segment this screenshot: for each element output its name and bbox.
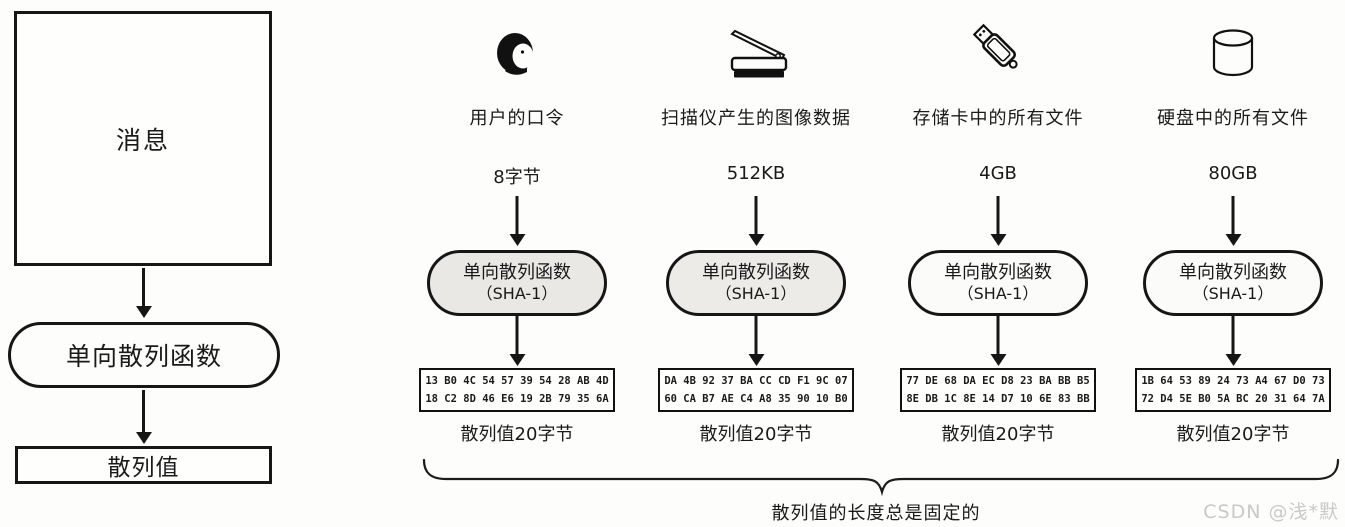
sha1-pill: 单向散列函数 （SHA-1）	[666, 250, 846, 316]
hash-hex-line1: 77 DE 68 DA EC D8 23 BA BB B5	[906, 375, 1090, 387]
hash-hex-line1: 1B 64 53 89 24 73 A4 67 D0 73	[1141, 375, 1325, 387]
message-label: 消息	[115, 125, 170, 155]
curly-brace	[422, 458, 1340, 496]
sha1-pill-line1: 单向散列函数	[702, 261, 810, 283]
sha1-pill-line2: （SHA-1）	[715, 284, 797, 304]
size-label: 80GB	[1208, 163, 1258, 184]
sha1-pill: 单向散列函数 （SHA-1）	[908, 250, 1088, 316]
down-arrow	[996, 196, 1000, 234]
column-user-password: 用户的口令 8字节 单向散列函数 （SHA-1） 13 B0 4C 54 57 …	[406, 0, 628, 450]
sha1-pill-line1: 单向散列函数	[463, 261, 571, 283]
sha1-pill-line1: 单向散列函数	[1179, 261, 1287, 283]
hash-value-label: 散列值	[107, 455, 180, 481]
hash-function-label: 单向散列函数	[65, 342, 222, 371]
hash-output-box: 1B 64 53 89 24 73 A4 67 D0 73 72 D4 5E B…	[1135, 368, 1331, 412]
scanner-icon	[716, 16, 796, 80]
hash-hex-line2: 72 D4 5E B0 5A BC 20 31 64 7A	[1141, 393, 1325, 405]
hash-hex-line2: 18 C2 8D 46 E6 19 2B 79 35 6A	[425, 393, 609, 405]
sha1-pill-line2: （SHA-1）	[476, 284, 558, 304]
down-arrow	[142, 268, 145, 306]
down-arrow	[1231, 316, 1235, 354]
down-arrow	[754, 316, 758, 354]
hash-output-box: DA 4B 92 37 BA CC CD F1 9C 07 60 CA B7 A…	[658, 368, 854, 412]
column-scanner-data: 扫描仪产生的图像数据 512KB 单向散列函数 （SHA-1） DA 4B 92…	[645, 0, 867, 450]
column-hard-disk: 硬盘中的所有文件 80GB 单向散列函数 （SHA-1） 1B 64 53 89…	[1122, 0, 1344, 450]
hash-output-box: 13 B0 4C 54 57 39 54 28 AB 4D 18 C2 8D 4…	[419, 368, 615, 412]
message-box: 消息	[14, 11, 272, 266]
hash-output-box: 77 DE 68 DA EC D8 23 BA BB B5 8E DB 1C 8…	[900, 368, 1096, 412]
down-arrow	[142, 390, 145, 432]
sha1-pill: 单向散列函数 （SHA-1）	[427, 250, 607, 316]
sha1-pill: 单向散列函数 （SHA-1）	[1143, 250, 1323, 316]
sha1-pill-line2: （SHA-1）	[1192, 284, 1274, 304]
hash-size-label: 散列值20字节	[460, 424, 574, 445]
hash-hex-line1: 13 B0 4C 54 57 39 54 28 AB 4D	[425, 375, 609, 387]
down-arrow	[996, 316, 1000, 354]
down-arrow	[515, 316, 519, 354]
hash-hex-line1: DA 4B 92 37 BA CC CD F1 9C 07	[664, 375, 848, 387]
person-icon	[477, 16, 557, 80]
down-arrow	[754, 196, 758, 234]
source-label: 存储卡中的所有文件	[912, 108, 1084, 129]
hash-hex-line2: 60 CA B7 AE C4 A8 35 90 10 B0	[664, 393, 848, 405]
hash-value-box: 散列值	[15, 446, 272, 484]
down-arrow	[1231, 196, 1235, 234]
size-label: 4GB	[979, 163, 1017, 184]
hash-size-label: 散列值20字节	[1176, 424, 1290, 445]
sha1-pill-line2: （SHA-1）	[957, 284, 1039, 304]
usb-drive-icon	[958, 16, 1038, 80]
source-label: 硬盘中的所有文件	[1157, 108, 1309, 129]
column-memory-card: 存储卡中的所有文件 4GB 单向散列函数 （SHA-1） 77 DE 68 DA…	[887, 0, 1109, 450]
hash-size-label: 散列值20字节	[699, 424, 813, 445]
sha1-pill-line1: 单向散列函数	[944, 261, 1052, 283]
size-label: 8字节	[493, 167, 541, 188]
brace-caption: 散列值的长度总是固定的	[771, 503, 981, 524]
source-label: 用户的口令	[469, 108, 565, 129]
source-label: 扫描仪产生的图像数据	[661, 108, 851, 129]
hash-hex-line2: 8E DB 1C 8E 14 D7 10 6E 83 BB	[906, 393, 1090, 405]
csdn-watermark: CSDN @浅*默	[1203, 501, 1339, 523]
hard-disk-icon	[1193, 16, 1273, 80]
hash-function-pill: 单向散列函数	[8, 322, 280, 388]
hash-size-label: 散列值20字节	[941, 424, 1055, 445]
down-arrow	[515, 196, 519, 234]
size-label: 512KB	[726, 163, 786, 184]
